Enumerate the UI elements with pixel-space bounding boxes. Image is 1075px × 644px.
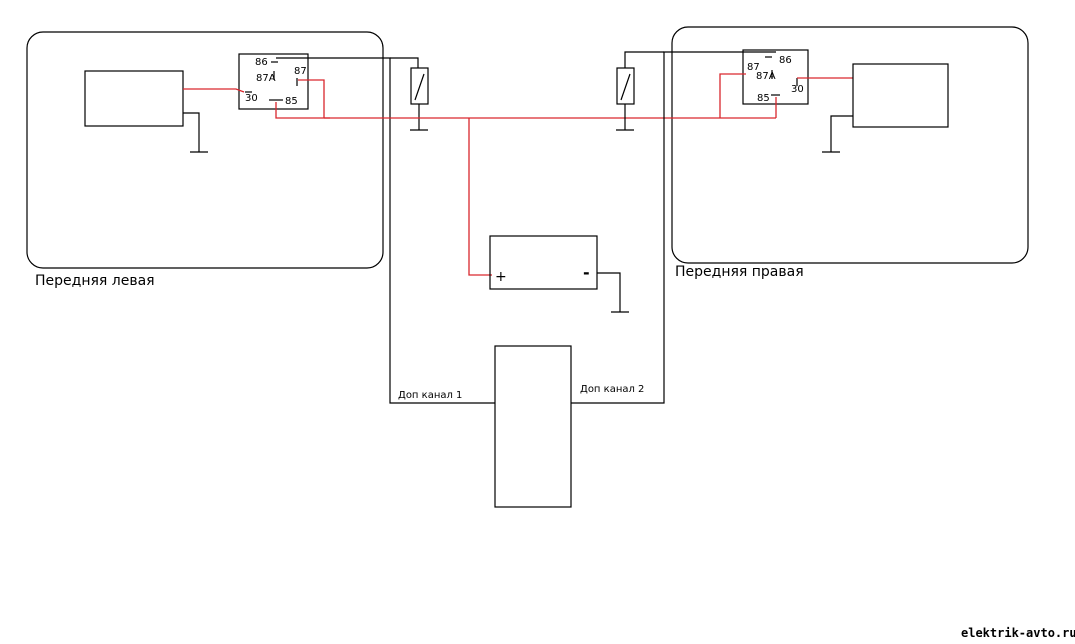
controller-unit (494, 345, 572, 508)
controller-channel-1-label: Доп канал 1 (398, 390, 462, 401)
left-relay-86-wire (276, 57, 495, 404)
left-lamp-ground-wire (183, 112, 200, 152)
left-lamp-feed-wire (183, 88, 245, 93)
right-headlamp (852, 63, 949, 128)
right-switch-wire (624, 51, 664, 68)
left-relay-85-wire (275, 102, 330, 119)
left-headlamp (84, 70, 184, 127)
right-switch-contact (620, 73, 631, 101)
right-relay-pin-87: 87 (747, 62, 760, 73)
front-right-label: Передняя правая (675, 264, 804, 280)
channel-2-wire (571, 51, 776, 404)
battery (489, 235, 598, 290)
front-left-label: Передняя левая (35, 273, 155, 289)
front-left-zone (26, 31, 384, 269)
right-relay-pin-30: 30 (791, 84, 804, 95)
left-relay-87-wire (298, 79, 325, 118)
left-relay-pin-87: 87 (294, 66, 307, 77)
battery-minus-terminal: - (583, 263, 590, 282)
left-relay-pin-87a: 87A (256, 73, 276, 84)
right-relay-87-wire (719, 73, 746, 118)
left-relay-pin-85: 85 (285, 96, 298, 107)
left-relay-pin-86: 86 (255, 57, 268, 68)
battery-plus-wire (468, 118, 492, 276)
right-lamp-ground-wire (830, 115, 853, 152)
left-relay-pin-30: 30 (245, 93, 258, 104)
left-switch-wire (390, 57, 419, 68)
controller-channel-2-label: Доп канал 2 (580, 384, 644, 395)
front-right-zone (671, 26, 1029, 264)
left-relay (238, 53, 309, 110)
right-relay-pin-87a: 87A (756, 71, 776, 82)
watermark: elektrik-avto.ru (961, 626, 1075, 640)
left-switch-contact (414, 73, 425, 101)
battery-ground-wire (597, 272, 621, 312)
right-relay-pin-86: 86 (779, 55, 792, 66)
battery-plus-terminal: + (495, 269, 507, 285)
right-relay-pin-85: 85 (757, 93, 770, 104)
